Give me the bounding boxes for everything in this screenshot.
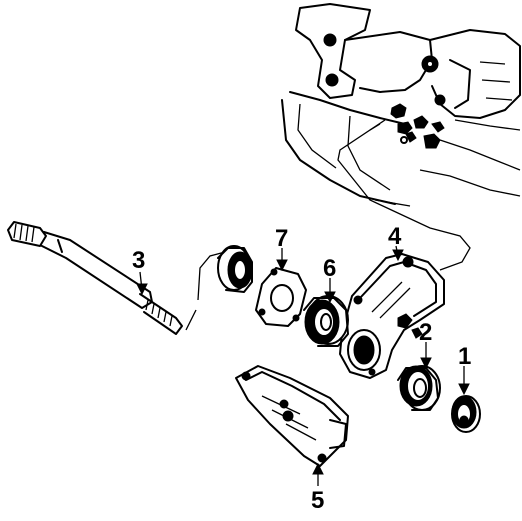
lower-bracket-part-5 bbox=[235, 365, 349, 467]
flange-plate-part-7 bbox=[255, 267, 307, 327]
callout-7: 7 bbox=[275, 225, 288, 252]
engine-block-assembly bbox=[281, 3, 521, 207]
callout-2: 2 bbox=[419, 319, 432, 346]
bearing-part-2 bbox=[397, 365, 441, 411]
hub-seal bbox=[217, 245, 253, 293]
bearing-part-6 bbox=[303, 295, 349, 347]
callout-5: 5 bbox=[311, 487, 324, 514]
callout-6: 6 bbox=[323, 255, 336, 282]
callout-1: 1 bbox=[458, 343, 471, 370]
routing-leader-lines bbox=[185, 119, 471, 331]
callout-arrows bbox=[136, 245, 470, 486]
callout-4: 4 bbox=[388, 223, 402, 250]
seal-part-1 bbox=[451, 395, 481, 433]
axle-shaft-part-3 bbox=[7, 221, 183, 335]
mounting-bracket-part-4 bbox=[339, 253, 445, 379]
callout-3: 3 bbox=[132, 247, 145, 274]
